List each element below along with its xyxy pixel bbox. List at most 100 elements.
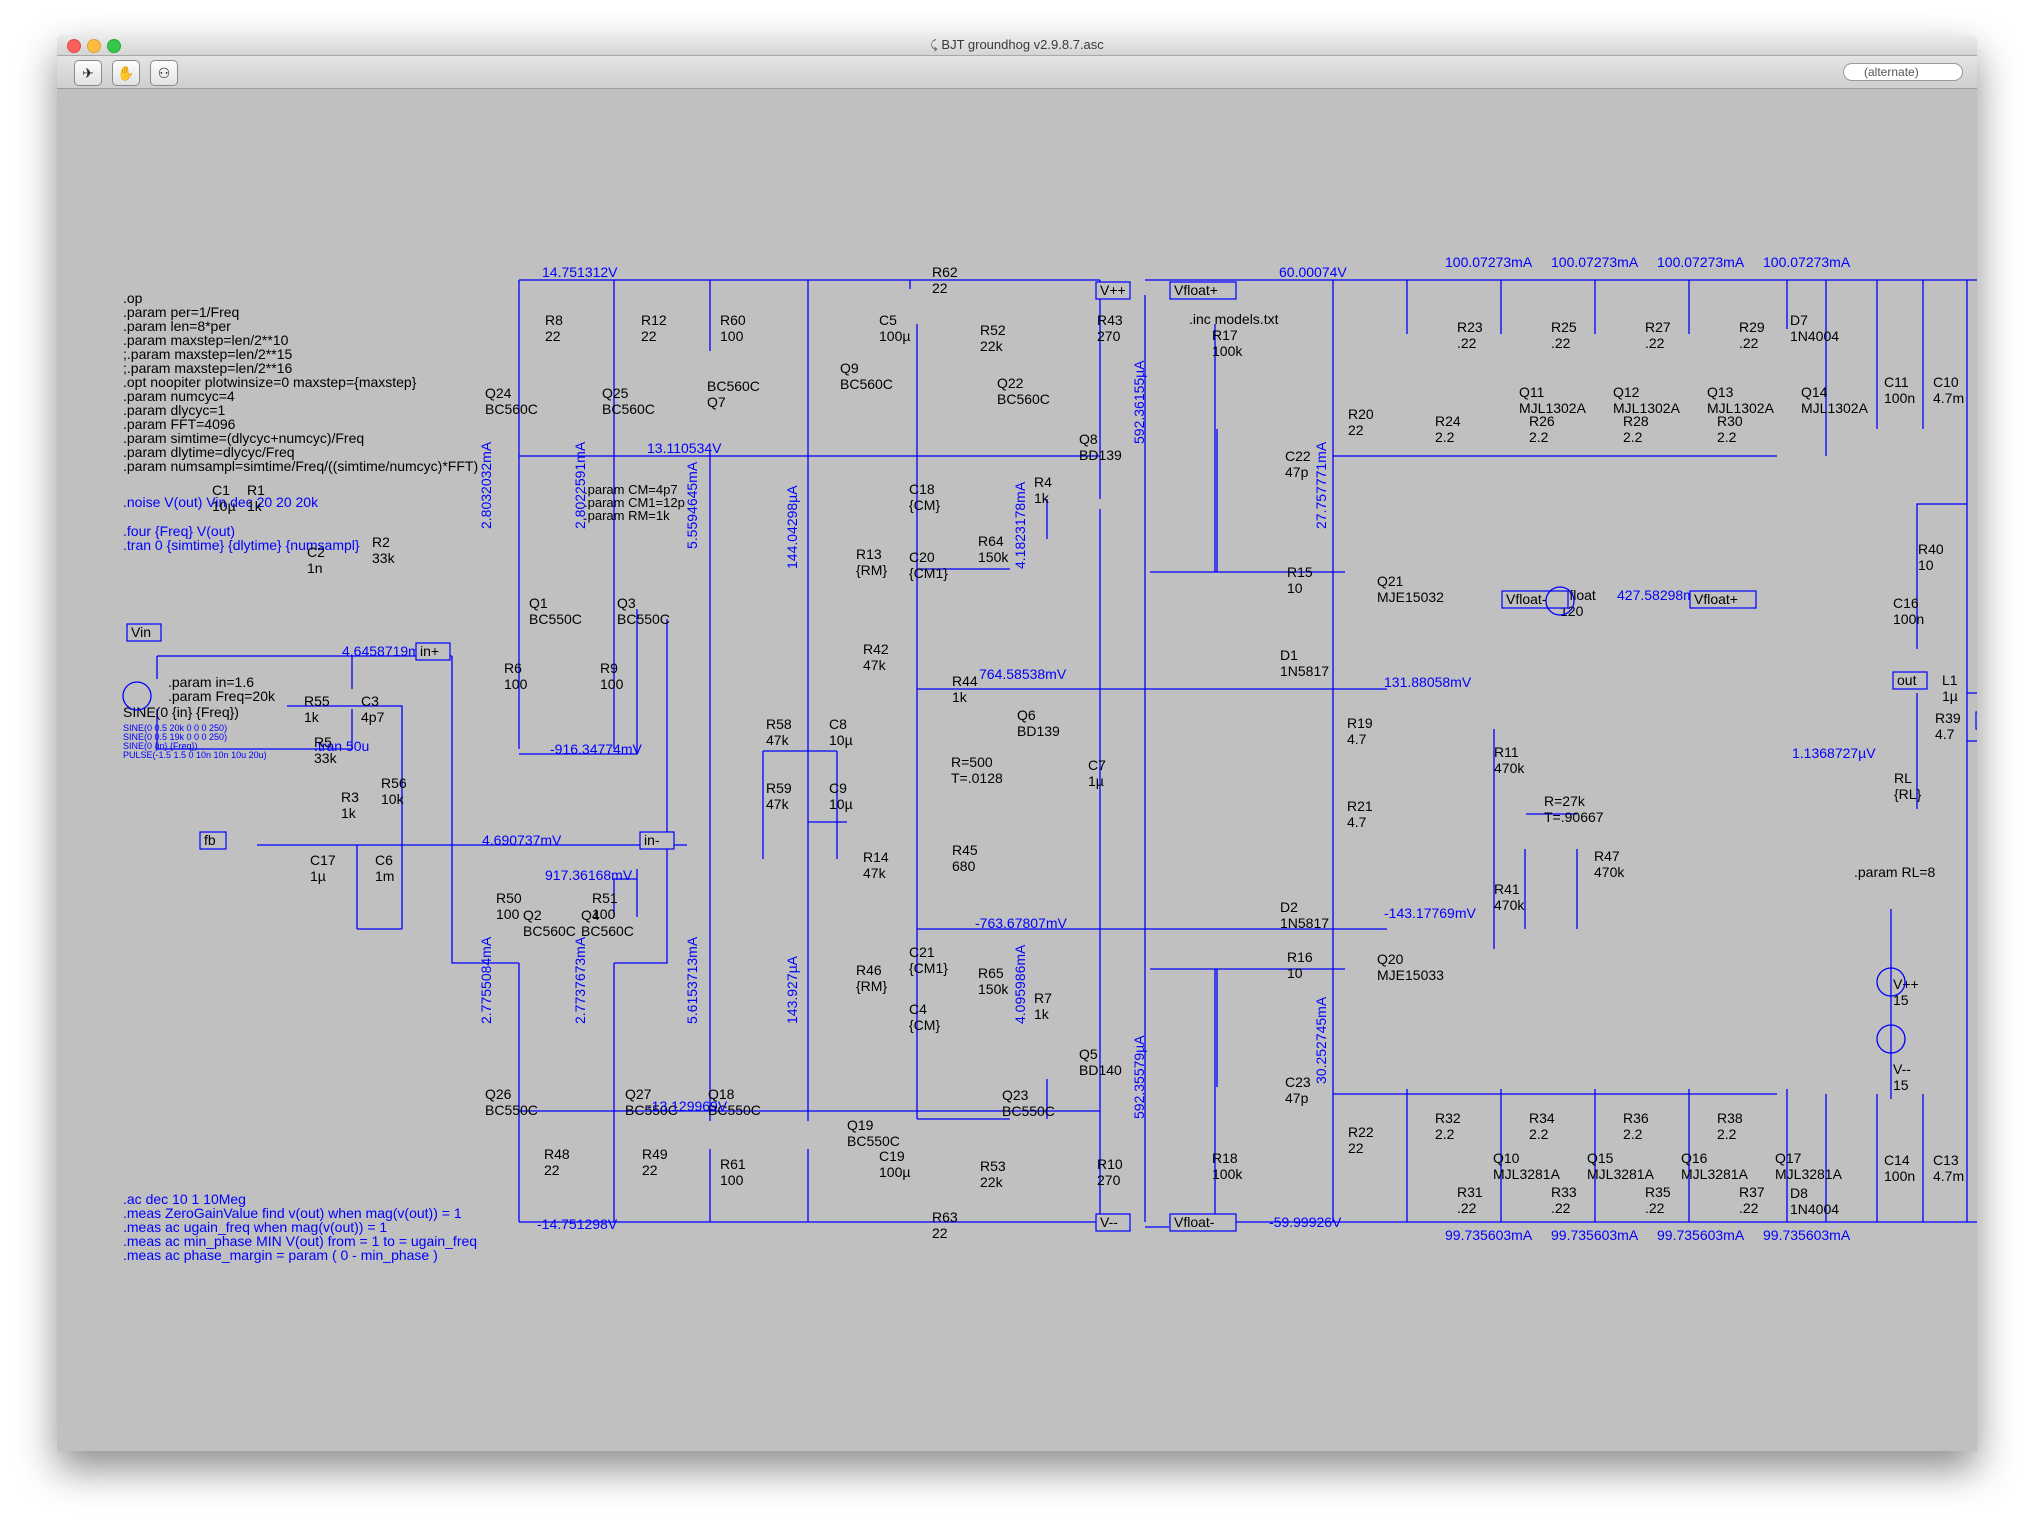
component-l1-value: 1µ [1942,688,1958,704]
component-r18-value: 100k [1212,1166,1243,1182]
component-d1-value: 1N5817 [1280,663,1329,679]
net-voltage-label: 100.07273mA [1551,254,1639,270]
net-flag-in-[interactable] [639,831,675,850]
component-c5-ref: C5 [879,312,897,328]
component-r55-value: 1k [304,709,320,725]
component-q22-ref: Q22 [997,375,1024,391]
component-r39-value: 4.7 [1935,726,1955,742]
component-bc560c-value: Q7 [707,394,726,410]
cm1-param: .param CM1=12p [584,495,685,510]
component-c19-value: 100µ [879,1164,910,1180]
component-v--ref: V-- [1893,1061,1911,1077]
zoom-window-button[interactable] [107,39,121,53]
net-voltage-label: 4.690737mV [482,832,562,848]
component-r51-ref: R51 [592,890,618,906]
component-d7-ref: D7 [1790,312,1808,328]
net-flag-fb[interactable] [1975,711,1977,730]
four-directive: .four {Freq} V(out) [123,523,235,539]
net-flag-vin[interactable] [126,623,162,642]
branch-current-label: 592.35579µA [1131,1035,1147,1119]
component-r43-ref: R43 [1097,312,1123,328]
net-flag-vfloat-[interactable] [1501,590,1569,609]
schematic-dynamic-layer: C110µR11kC21nR233kR551kC34p7R533kR31kR56… [126,254,1977,1243]
ac-directive: .ac dec 10 1 10Meg [123,1191,246,1207]
schematic-canvas[interactable]: .op .param per=1/Freq .param len=8*per .… [57,89,1977,1451]
component-r21-ref: R21 [1347,798,1373,814]
component-r17-value: 100k [1212,343,1243,359]
component-c3-ref: C3 [361,693,379,709]
component-d7-value: 1N4004 [1790,328,1839,344]
net-voltage-label: 99.735603mA [1551,1227,1639,1243]
net-flag-out[interactable] [1892,671,1928,690]
component-r33-value: .22 [1551,1200,1571,1216]
net-voltage-label: 99.735603mA [1763,1227,1851,1243]
component-r48-value: 22 [544,1162,560,1178]
probe-button[interactable]: ⚇ [150,60,178,86]
net-flag-label: in+ [420,643,439,659]
component-r40-ref: R40 [1918,541,1944,557]
component-q13-ref: Q13 [1707,384,1734,400]
component-c18-value: {CM} [909,497,940,513]
component-r24-ref: R24 [1435,413,1461,429]
minimize-window-button[interactable] [87,39,101,53]
component-r24-value: 2.2 [1435,429,1455,445]
component-r51-value: 100 [592,906,616,922]
net-flag-fb[interactable] [199,831,227,850]
directive-line: ;.param maxstep=len/2**16 [123,360,292,376]
component-r6-value: 100 [504,676,528,692]
component-r61-ref: R61 [720,1156,746,1172]
component-c7-value: 1µ [1088,773,1104,789]
halt-button[interactable]: ✋ [112,60,140,86]
directive-line: .param dlytime=dlycyc/Freq [123,444,295,460]
component-q21-ref: Q21 [1377,573,1404,589]
component-c23-value: 47p [1285,1090,1309,1106]
close-window-button[interactable] [67,39,81,53]
hand-icon: ✋ [117,65,135,81]
ltspice-window: ⤹BJT groundhog v2.9.8.7.asc ✈ ✋ ⚇ ⌕ (alt… [57,35,1977,1451]
component-c8-ref: C8 [829,716,847,732]
component-r31-value: .22 [1457,1200,1477,1216]
component-r49-value: 22 [642,1162,658,1178]
net-voltage-label: -59.99926V [1269,1214,1342,1230]
component-r65-ref: R65 [978,965,1004,981]
component-r40-value: 10 [1918,557,1934,573]
meas-directive: .meas ac ugain_freq when mag(v(out)) = 1 [123,1219,387,1235]
net-flag-v-[interactable] [1095,1213,1131,1232]
search-input[interactable]: (alternate) [1843,63,1963,81]
component-r12-value: 22 [641,328,657,344]
component-q16-ref: Q16 [1681,1150,1708,1166]
component-d8-value: 1N4004 [1790,1201,1839,1217]
component-c17-value: 1µ [310,868,326,884]
component-q14-ref: Q14 [1801,384,1828,400]
directive-line: .param dlycyc=1 [123,402,226,418]
net-voltage-label: 100.07273mA [1445,254,1533,270]
component-r62-value: 22 [932,280,948,296]
net-flag-label: Vfloat+ [1694,591,1738,607]
component-r10-value: 270 [1097,1172,1121,1188]
net-flag-v-[interactable] [1095,281,1131,300]
net-voltage-label: 60.00074V [1279,264,1347,280]
component-r11-ref: R11 [1494,744,1519,760]
net-voltage-label: 100.07273mA [1657,254,1745,270]
component-q8-ref: Q8 [1079,431,1098,447]
component-q20-value: MJE15033 [1377,967,1444,983]
net-flag-vfloat-[interactable] [1169,1213,1237,1232]
net-voltage-label: 100.07273mA [1763,254,1851,270]
component-r29-value: .22 [1739,335,1759,351]
wire-layer [156,279,1977,1228]
component-c16-ref: C16 [1893,595,1919,611]
component-r34-ref: R34 [1529,1110,1555,1126]
run-button[interactable]: ✈ [74,60,102,86]
net-flag-vfloat-[interactable] [1689,590,1757,609]
net-flag-in-[interactable] [415,642,451,661]
component-q25-ref: Q25 [602,385,629,401]
net-flag-vfloat-[interactable] [1169,281,1237,300]
toolbar: ✈ ✋ ⚇ ⌕ (alternate) [57,56,1977,89]
component-r36-ref: R36 [1623,1110,1649,1126]
schematic-drawing[interactable]: .op .param per=1/Freq .param len=8*per .… [57,89,1977,1451]
component-r4-ref: R4 [1034,474,1052,490]
component-r46-ref: R46 [856,962,882,978]
component-c22-value: 47p [1285,464,1309,480]
net-voltage-label: 13.110534V [647,440,722,456]
branch-current-label: 27.757771mA [1313,441,1329,529]
